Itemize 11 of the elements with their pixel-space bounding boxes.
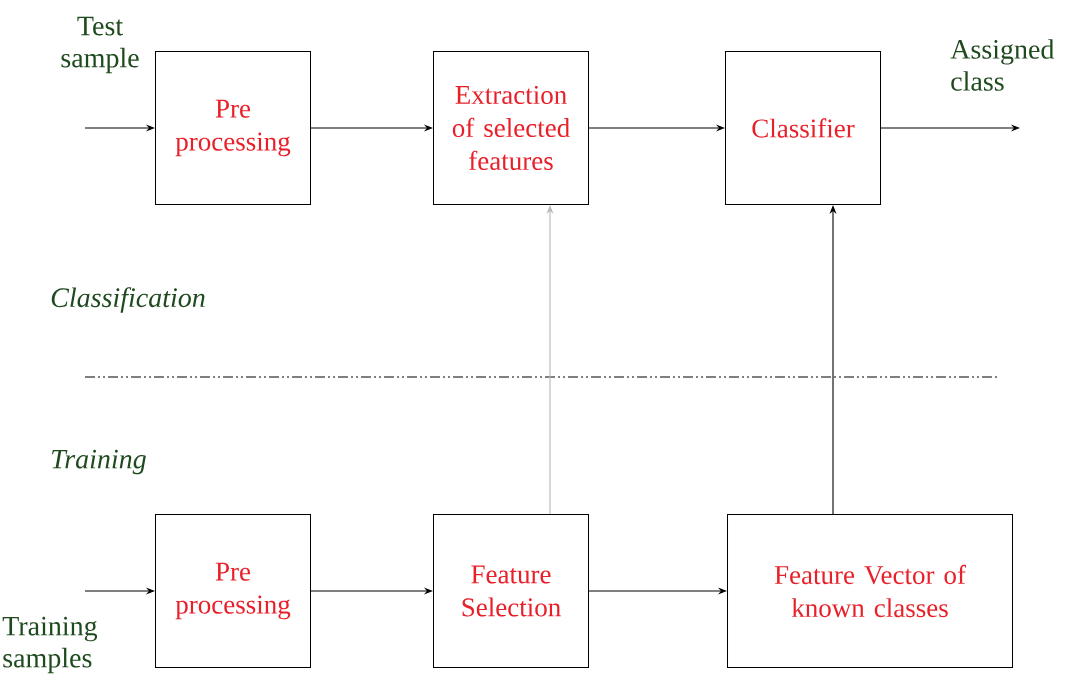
process-box: Pre processing [155,51,311,205]
process-box: Classifier [725,51,881,205]
label-text: Training [52,449,146,475]
process-box: Pre processing [155,514,311,668]
label-text: Assigned class [950,39,1055,91]
process-box: Extraction of selected features [433,51,589,205]
process-box: Feature Vector of known classes [727,514,1013,668]
label-text: Classification [51,287,205,313]
label-text: Training samples [2,616,98,674]
label-text: Test sample [61,16,139,74]
process-box: Feature Selection [433,514,589,668]
